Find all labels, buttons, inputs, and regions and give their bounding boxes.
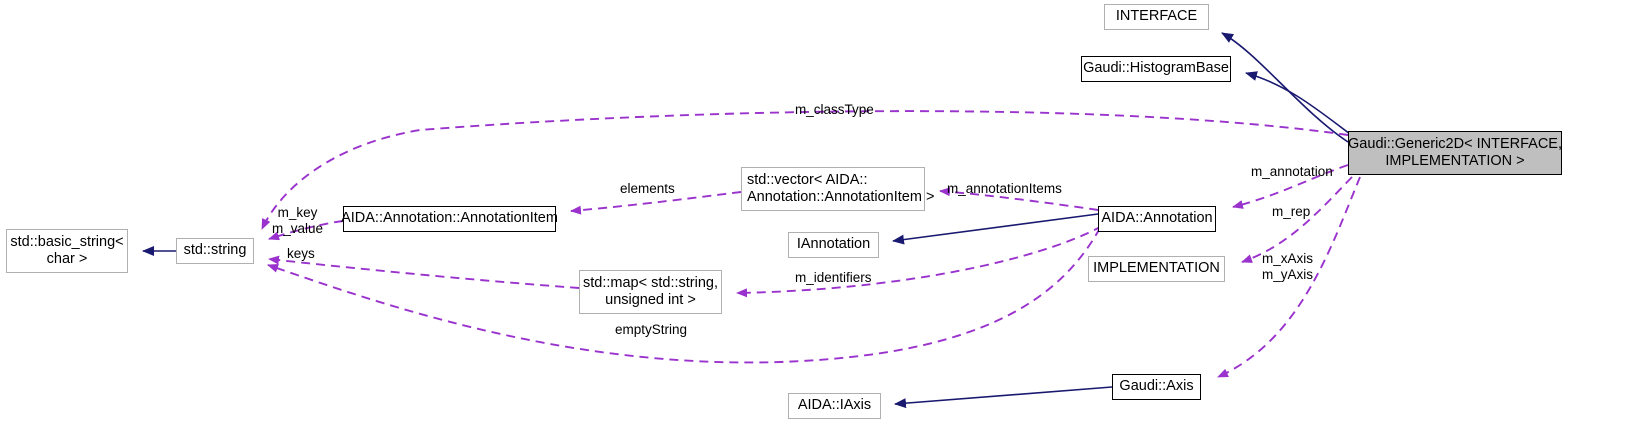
node-std-basic-string-label: std::basic_string< char > (10, 233, 124, 267)
edge-label-m-identifiers: m_identifiers (795, 270, 872, 285)
node-aida-iaxis-label: AIDA::IAxis (797, 397, 872, 414)
node-gaudi-histogrambase[interactable]: Gaudi::HistogramBase (1081, 56, 1231, 82)
edge-label-m-annotation: m_annotation (1251, 164, 1333, 179)
edge-label-m-xaxis-m-yaxis: m_xAxis m_yAxis (1262, 251, 1314, 282)
edge-label-m-annotationitems: m_annotationItems (947, 181, 1062, 196)
node-aida-annotation[interactable]: AIDA::Annotation (1098, 206, 1216, 232)
node-implementation-label: IMPLEMENTATION (1093, 260, 1220, 277)
edge-annotation-iannotation (892, 213, 1099, 245)
node-interface-label: INTERFACE (1115, 8, 1198, 25)
edge-label-m-rep: m_rep (1272, 204, 1311, 219)
edge-generic2d-histogrambase (1245, 71, 1351, 135)
edge-label-elements: elements (620, 181, 675, 196)
edge-gaudiaxis-iaxis (894, 386, 1113, 409)
node-gaudi-axis[interactable]: Gaudi::Axis (1112, 374, 1201, 400)
edge-label-m-key-m-value: m_key m_value (272, 205, 324, 236)
node-std-basic-string[interactable]: std::basic_string< char > (6, 229, 128, 273)
node-std-string[interactable]: std::string (176, 238, 254, 264)
node-std-map[interactable]: std::map< std::string, unsigned int > (579, 270, 722, 314)
node-gaudi-generic2d-label: Gaudi::Generic2D< INTERFACE, IMPLEMENTAT… (1348, 135, 1562, 169)
node-gaudi-axis-label: Gaudi::Axis (1119, 378, 1194, 395)
node-implementation[interactable]: IMPLEMENTATION (1088, 256, 1225, 282)
node-gaudi-histogrambase-label: Gaudi::HistogramBase (1083, 60, 1229, 77)
edge-keys (268, 255, 580, 289)
node-gaudi-generic2d[interactable]: Gaudi::Generic2D< INTERFACE, IMPLEMENTAT… (1348, 131, 1562, 175)
node-aida-annotation-label: AIDA::Annotation (1101, 210, 1213, 227)
node-iannotation-label: IAnnotation (796, 236, 871, 253)
node-aida-annotation-annotationitem-label: AIDA::Annotation::AnnotationItem (341, 210, 558, 227)
node-aida-iaxis[interactable]: AIDA::IAxis (788, 393, 881, 419)
node-std-map-label: std::map< std::string, unsigned int > (583, 274, 718, 308)
node-std-vector-annotationitem-label: std::vector< AIDA:: Annotation::Annotati… (747, 171, 935, 205)
node-std-string-label: std::string (183, 242, 247, 259)
node-iannotation[interactable]: IAnnotation (788, 232, 879, 258)
edge-label-emptystring: emptyString (615, 322, 688, 337)
edge-label-m-classtype: m_classType (795, 102, 874, 117)
node-aida-annotation-annotationitem[interactable]: AIDA::Annotation::AnnotationItem (341, 206, 558, 232)
node-interface[interactable]: INTERFACE (1104, 4, 1209, 30)
edge-label-keys: keys (287, 246, 315, 261)
node-std-vector-annotationitem[interactable]: std::vector< AIDA:: Annotation::Annotati… (741, 167, 934, 211)
edge-generic2d-interface (1221, 32, 1349, 143)
